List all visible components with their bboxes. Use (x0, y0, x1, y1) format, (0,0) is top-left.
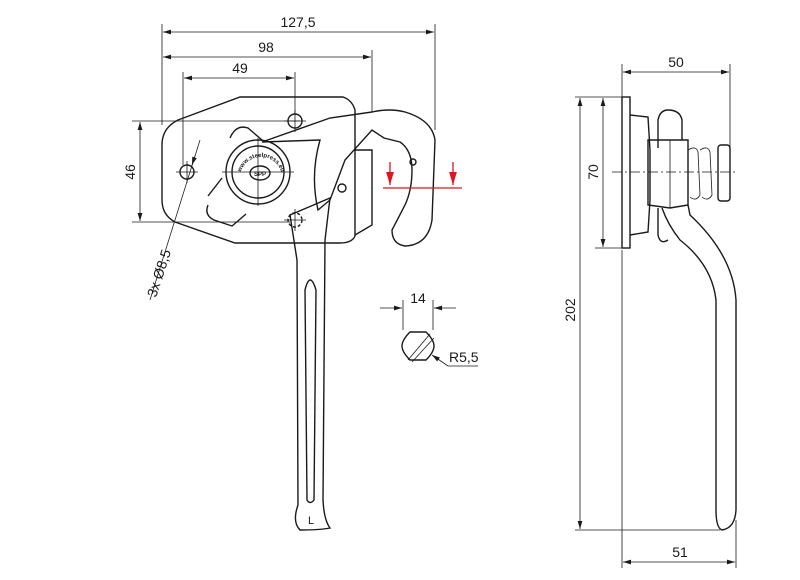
dimension-total-height: 202 (562, 98, 720, 531)
lever-handle: L (289, 196, 332, 531)
dimension-side-depth: 50 (621, 54, 731, 172)
section-detail: 14 R5,5 (380, 290, 479, 367)
base-plate (161, 96, 356, 244)
dimension-plate-width: 98 (163, 39, 373, 112)
dimension-label: 49 (232, 60, 248, 76)
latch-bracket (354, 149, 373, 236)
dimension-label: 51 (672, 544, 688, 560)
rivet (337, 183, 347, 193)
latch-hook (261, 109, 436, 247)
dimension-label: 70 (585, 164, 601, 180)
dimension-plate-height: 70 (575, 96, 628, 249)
dimension-label: 14 (410, 290, 426, 306)
dimension-hole-spacing-v: 46 (122, 120, 300, 223)
dimension-bottom-depth: 51 (621, 250, 737, 568)
side-view-latch (612, 96, 737, 531)
dimension-label: R5,5 (449, 349, 479, 365)
logo-initials: SPP (254, 172, 266, 178)
mounting-hole (284, 110, 306, 132)
dimension-overall-width: 127,5 (161, 14, 436, 130)
hook-tip (409, 158, 417, 166)
dimension-label: 3x Ø8,5 (144, 247, 174, 299)
mounting-hole (176, 161, 198, 183)
dimension-label: 127,5 (280, 14, 315, 30)
dimension-label: 46 (122, 164, 138, 180)
dimension-label: 202 (562, 298, 578, 322)
dimension-label: 50 (668, 54, 684, 70)
dimension-label: 98 (258, 39, 274, 55)
handle-marking: L (308, 515, 314, 527)
section-marker (383, 162, 462, 189)
